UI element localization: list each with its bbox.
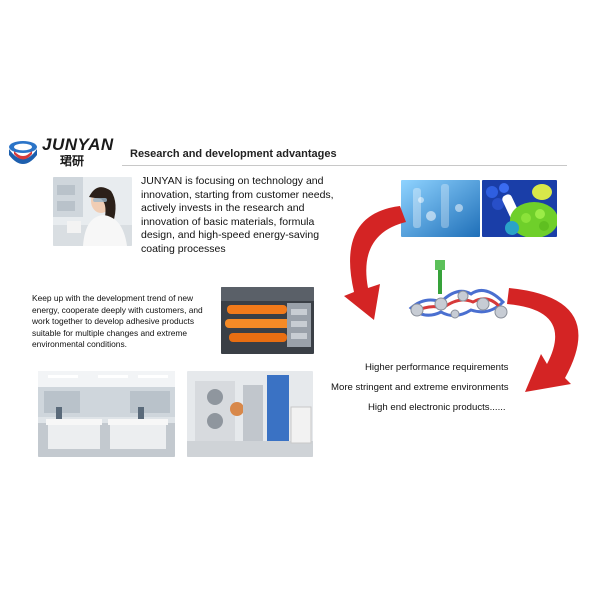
- coating-machine-diagram: [408, 260, 508, 319]
- requirement-item: More stringent and extreme environments: [331, 382, 509, 393]
- requirement-item: High end electronic products......: [368, 402, 506, 413]
- scientist-photo: [53, 177, 132, 246]
- requirement-item: Higher performance requirements: [365, 362, 509, 373]
- brand-name: JUNYAN: [42, 135, 114, 154]
- granules-photo: [482, 180, 557, 237]
- section-title: Research and development advantages: [130, 148, 337, 160]
- process-arrow-top-icon: [344, 206, 406, 320]
- header-divider: [122, 165, 567, 166]
- process-arrow-right-icon: [507, 288, 579, 392]
- junyan-logo-icon: [9, 141, 37, 164]
- intro-paragraph: JUNYAN is focusing on technology and inn…: [141, 175, 334, 255]
- coating-machine-photo: [187, 371, 313, 457]
- blue-lab-photo: [401, 180, 480, 237]
- brand-name-chinese: 珺研: [60, 154, 85, 168]
- laboratory-photo: [38, 371, 175, 457]
- energy-paragraph: Keep up with the development trend of ne…: [32, 293, 203, 350]
- battery-cables-photo: [221, 287, 314, 354]
